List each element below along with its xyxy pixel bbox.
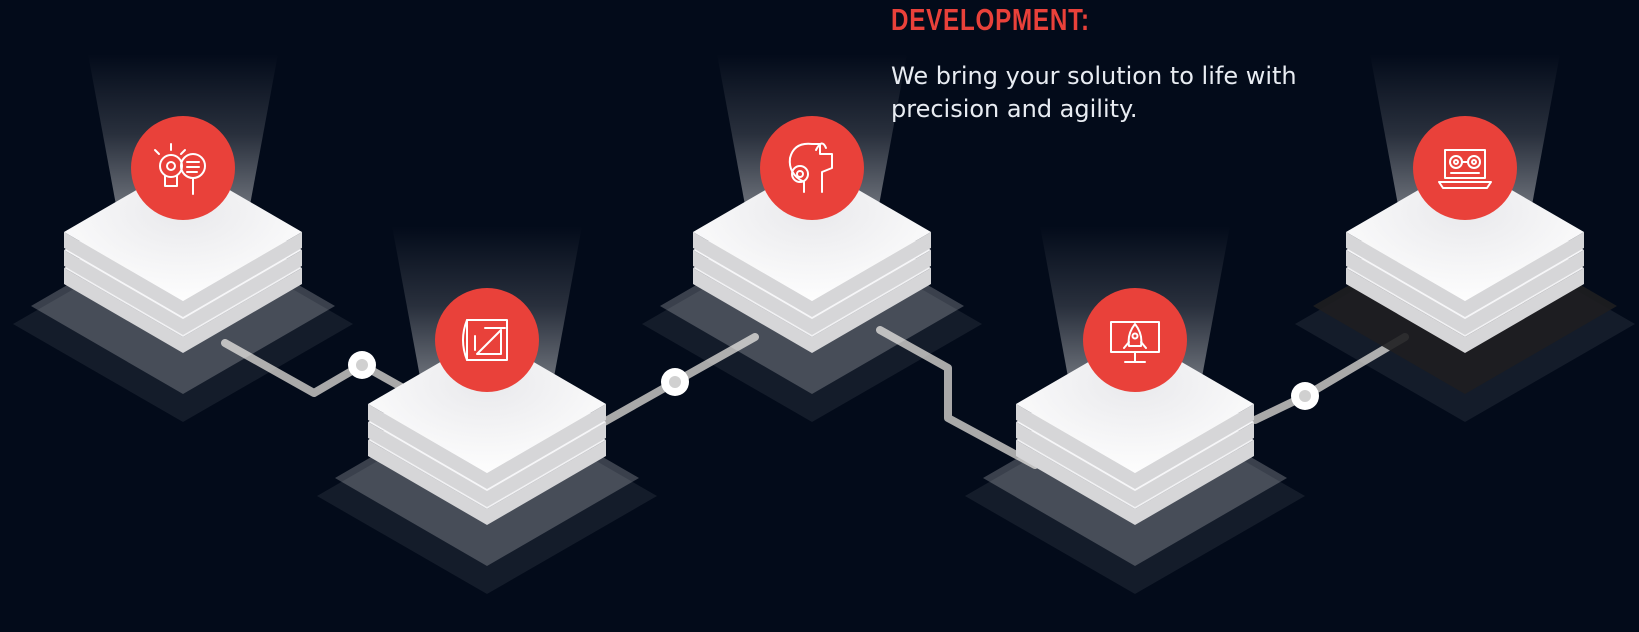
top-slab-side: [1346, 232, 1584, 317]
top-slab-top: [64, 163, 302, 301]
lower-slab-side: [1346, 268, 1584, 353]
icon-badge: [435, 288, 539, 392]
laptop-gears-icon: [1438, 149, 1492, 189]
section-heading: DEVELOPMENT:: [891, 2, 1090, 37]
connector-dot-center: [669, 376, 681, 388]
top-slab-top: [368, 335, 606, 473]
top-slab-side: [1016, 404, 1254, 489]
step-node-maintenance: [1295, 116, 1635, 422]
step-node-planning: [317, 288, 657, 594]
blueprint-ruler-icon: [462, 319, 508, 361]
lower-slab-side: [693, 268, 931, 353]
top-slab-side: [693, 232, 931, 317]
connector-dot-center: [356, 359, 368, 371]
monitor-rocket-icon: [1110, 321, 1160, 363]
icon-badge: [1083, 288, 1187, 392]
top-slab-top: [1346, 163, 1584, 301]
middle-slab-side: [1016, 422, 1254, 507]
top-slab-side: [64, 232, 302, 317]
step-node-launch: [965, 288, 1305, 594]
middle-slab-side: [693, 250, 931, 335]
connector-lines: [221, 326, 1409, 469]
lower-slab-side: [64, 268, 302, 353]
middle-slab-side: [368, 422, 606, 507]
section-description: We bring your solution to life with prec…: [891, 62, 1297, 123]
lower-slab-side: [368, 440, 606, 525]
lightbulb-gear-magnifier-icon: [154, 143, 206, 195]
lower-slab-side: [1016, 440, 1254, 525]
top-slab-top: [693, 163, 931, 301]
top-slab-side: [368, 404, 606, 489]
step-node-development: [642, 116, 982, 422]
connector-line: [876, 326, 1039, 469]
step-nodes: [13, 116, 1635, 594]
middle-slab-side: [64, 250, 302, 335]
connector-dot-center: [1299, 390, 1311, 402]
icon-badge: [760, 116, 864, 220]
top-slab-top: [1016, 335, 1254, 473]
step-node-research: [13, 116, 353, 422]
icon-badge: [131, 116, 235, 220]
middle-slab-side: [1346, 250, 1584, 335]
icon-badge: [1413, 116, 1517, 220]
head-gear-puzzle-icon: [788, 142, 833, 193]
